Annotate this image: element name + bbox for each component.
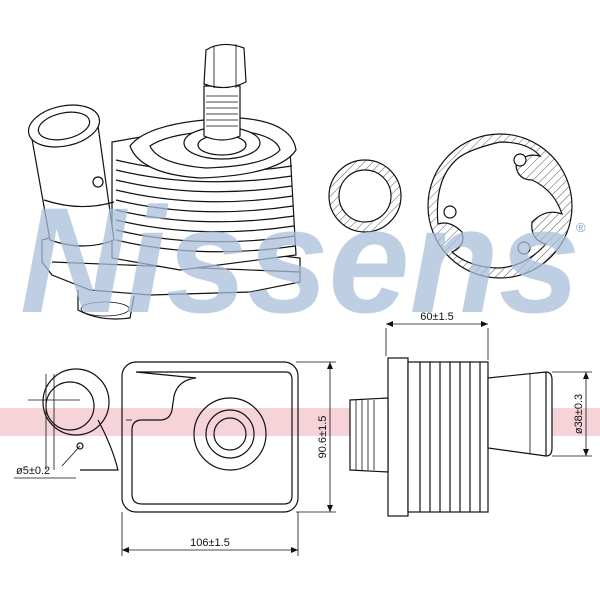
side-view bbox=[349, 357, 553, 517]
cooler-gasket bbox=[427, 133, 573, 279]
round-seal-ring bbox=[328, 159, 402, 233]
dim-width-top: 60±1.5 bbox=[420, 311, 454, 323]
dim-diameter-pipe: ø38±0.3 bbox=[573, 394, 585, 434]
nissens-watermark: Nissens ® bbox=[20, 176, 586, 344]
dim-diameter-small: ø5±0.2 bbox=[16, 465, 50, 477]
watermark-text: Nissens bbox=[20, 176, 580, 344]
dimensions: 60±1.5 90.6±1.5 106±1.5 ø38±0.3 ø5±0.2 bbox=[14, 311, 592, 556]
front-view bbox=[28, 361, 299, 513]
dim-width-bottom: 106±1.5 bbox=[190, 537, 230, 549]
dim-height: 90.6±1.5 bbox=[317, 416, 329, 459]
oil-cooler-iso-view bbox=[27, 43, 301, 320]
registered-mark: ® bbox=[576, 220, 586, 235]
